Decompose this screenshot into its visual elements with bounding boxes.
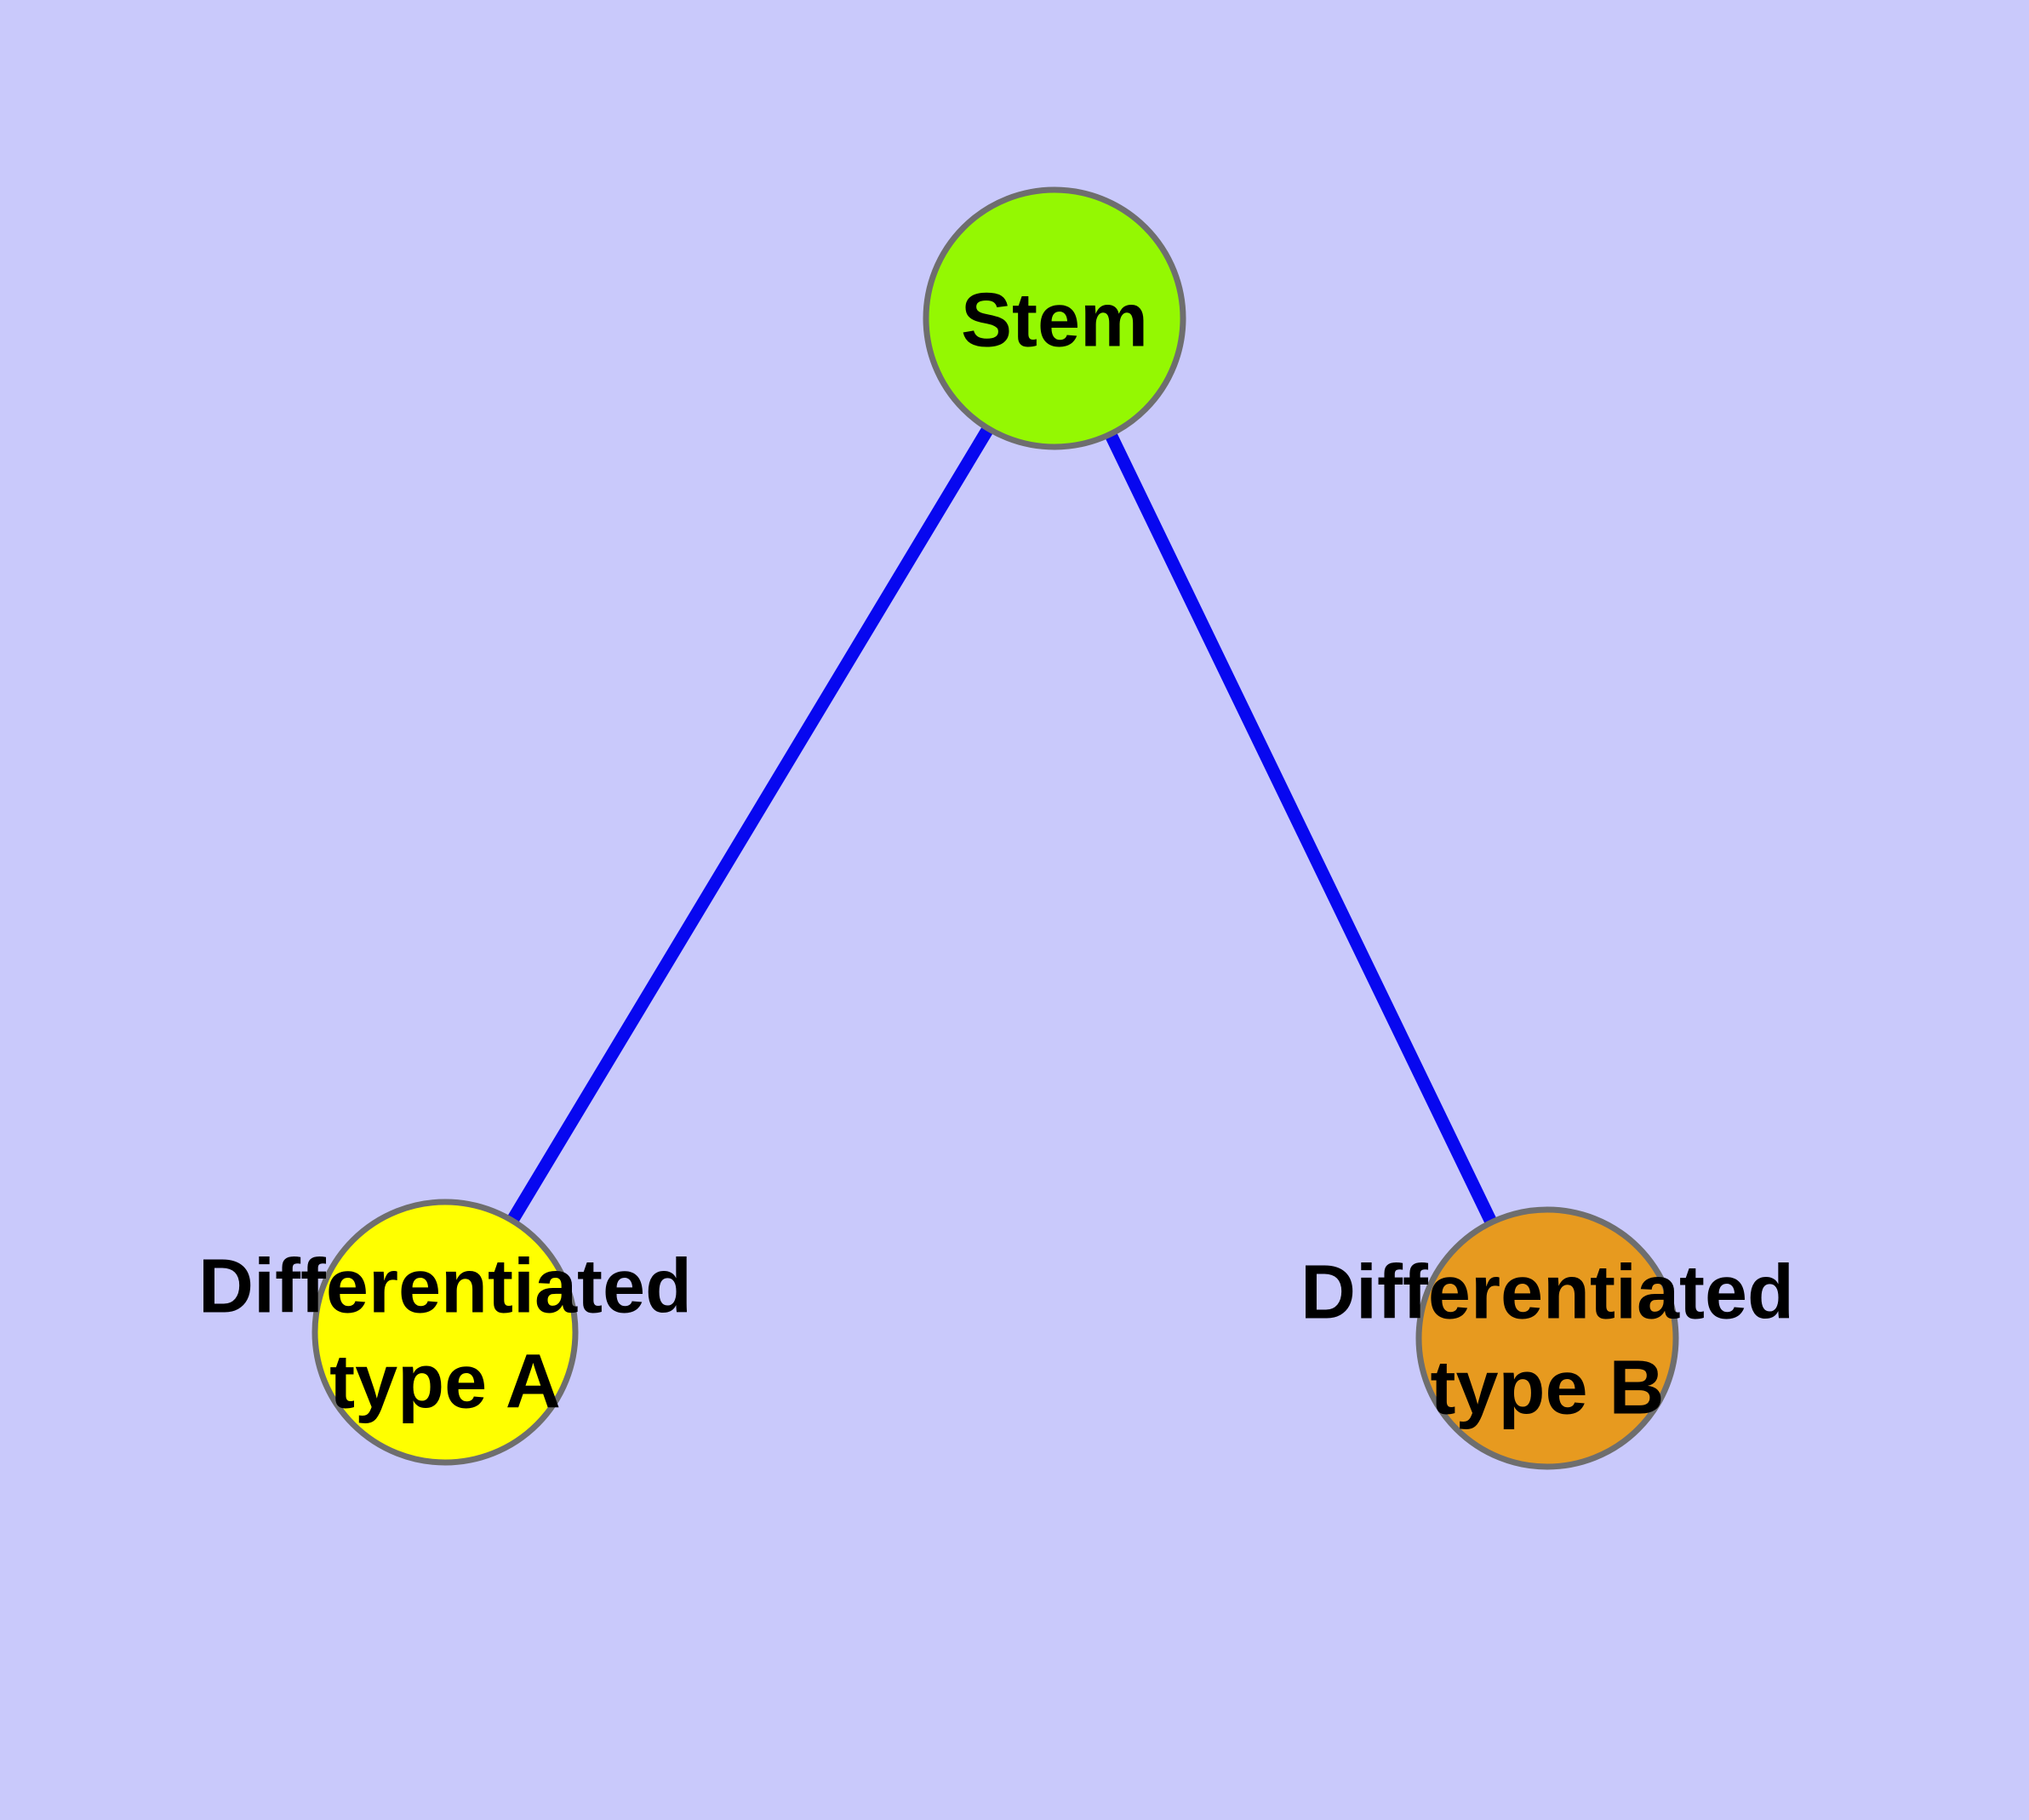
node-label-line: Stem — [961, 278, 1148, 363]
node-stem-label: Stem — [961, 278, 1148, 363]
node-stem-circle — [923, 186, 1186, 450]
node-label-line: type B — [1430, 1345, 1664, 1430]
node-differentiated-type-a-circle — [311, 1199, 579, 1466]
node-differentiated-type-b-circle — [1415, 1206, 1679, 1470]
node-stem: Stem — [923, 186, 1186, 450]
node-label-line: Differentiated — [1300, 1250, 1794, 1335]
edge-stem-to-differentiated-type-b — [1049, 315, 1553, 1342]
node-differentiated-type-b: Differentiated type B — [1300, 1206, 1794, 1470]
edge-stem-to-differentiated-type-a — [439, 315, 1060, 1336]
node-label-line: Differentiated — [198, 1244, 692, 1329]
node-differentiated-type-b-label: Differentiated type B — [1300, 1250, 1794, 1430]
node-differentiated-type-a: Differentiated type A — [198, 1199, 692, 1466]
node-differentiated-type-a-label: Differentiated type A — [198, 1244, 692, 1424]
node-label-line: type A — [329, 1339, 561, 1424]
